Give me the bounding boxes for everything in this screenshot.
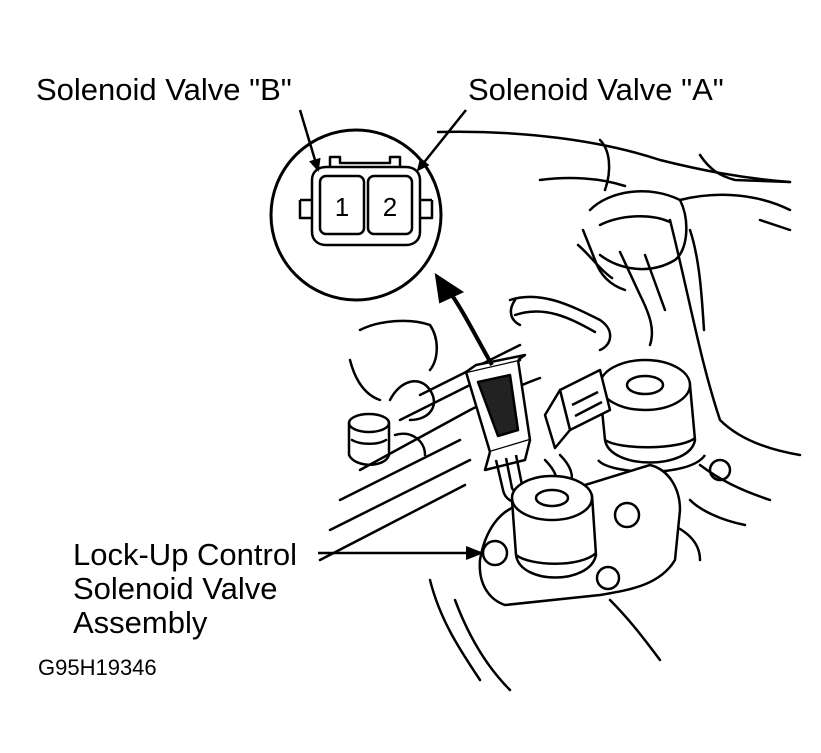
lockup-label-line-3: Assembly bbox=[73, 605, 208, 640]
connector-detail-circle bbox=[269, 128, 443, 302]
harness-plug bbox=[464, 353, 532, 491]
figure-id: G95H19346 bbox=[38, 655, 157, 680]
pin-2-label: 2 bbox=[383, 192, 397, 222]
lockup-label-line-2: Solenoid Valve bbox=[73, 571, 278, 606]
lockup-label-line-1: Lock-Up Control bbox=[73, 537, 297, 572]
connector-face bbox=[298, 155, 434, 247]
pin-1-label: 1 bbox=[335, 192, 349, 222]
arrow-solenoid-b bbox=[298, 109, 321, 172]
detail-arrow bbox=[434, 272, 494, 366]
solenoid-b-label: Solenoid Valve "B" bbox=[36, 72, 292, 107]
lockup-solenoid-body bbox=[510, 474, 598, 579]
arrow-solenoid-a bbox=[416, 109, 467, 172]
transmission-housing bbox=[318, 130, 802, 692]
solenoid-valve-a bbox=[597, 358, 707, 473]
lockup-leader bbox=[318, 546, 484, 560]
callout-arrows bbox=[298, 109, 467, 172]
solenoid-a-label: Solenoid Valve "A" bbox=[468, 72, 724, 107]
lockup-solenoid-label: Lock-Up Control Solenoid Valve Assembly bbox=[73, 538, 297, 640]
connector-a bbox=[543, 368, 612, 450]
